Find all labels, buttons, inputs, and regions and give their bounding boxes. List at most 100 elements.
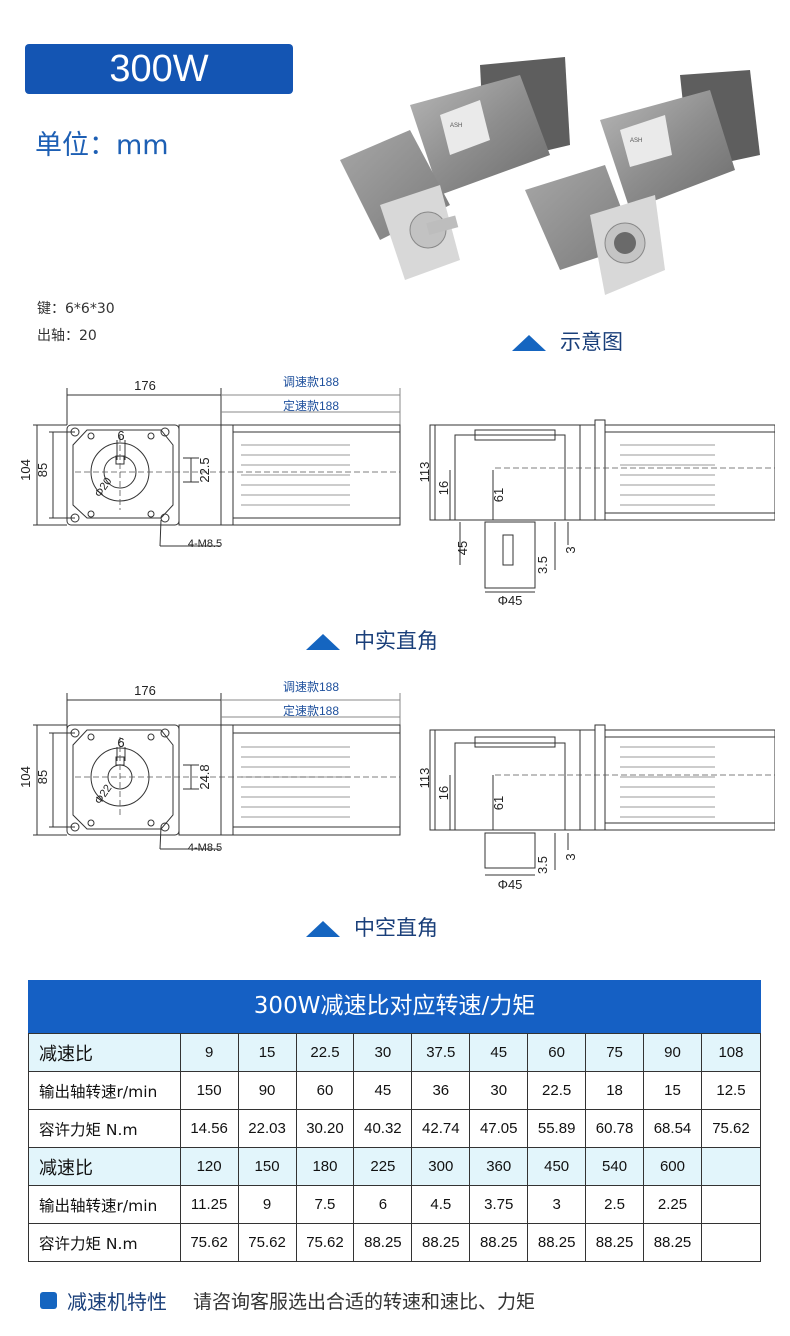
drawing-hollow-caption-text: 中空直角: [354, 916, 438, 940]
feature-title: 减速机特性: [67, 1290, 167, 1314]
table-cell: 30: [353, 1033, 413, 1072]
side-16: 16: [436, 786, 451, 800]
table-cell: 15: [237, 1033, 297, 1072]
table-title: 300W减速比对应转速/力矩: [28, 980, 761, 1033]
side-3-5: 3.5: [535, 556, 550, 574]
table-cell: 40.32: [353, 1109, 413, 1148]
table-cell: 90: [643, 1033, 702, 1072]
side-height: 113: [417, 768, 432, 789]
photo-caption: 示意图: [512, 326, 623, 356]
height-inner: 85: [35, 463, 50, 477]
key-spec: 键：6*6*30: [37, 301, 115, 317]
flange-dia: Φ45: [498, 877, 523, 892]
triangle-icon: [512, 335, 546, 351]
row-header: 减速比: [28, 1147, 181, 1186]
adj-speed-label: 调速款188: [283, 680, 339, 694]
motor-hollow-shaft: ASH: [525, 70, 760, 295]
const-speed-label: 定速款188: [283, 398, 339, 413]
width-dim: 176: [134, 378, 156, 393]
table-cell: 88.25: [469, 1223, 529, 1262]
adj-speed-label: 调速款188: [283, 375, 339, 389]
photo-caption-text: 示意图: [560, 330, 623, 354]
table-cell: 75.62: [295, 1223, 355, 1262]
row-header: 减速比: [28, 1033, 181, 1072]
table-cell: 36: [411, 1071, 471, 1110]
table-cell: 42.74: [411, 1109, 471, 1148]
mount-holes: 4-M8.5: [188, 538, 222, 550]
motor-solid-shaft: ASH: [340, 57, 570, 280]
table-cell: 55.89: [527, 1109, 587, 1148]
table-cell: 6: [353, 1185, 413, 1224]
table-cell: 22.5: [527, 1071, 587, 1110]
table-cell: 150: [179, 1071, 239, 1110]
shaft-dia: Φ22: [93, 783, 115, 807]
table-cell: 4.5: [411, 1185, 471, 1224]
table-cell: 9: [179, 1033, 239, 1072]
table-cell: 300: [411, 1147, 471, 1186]
table-cell: 60: [295, 1071, 355, 1110]
table-cell: [700, 1147, 762, 1186]
center-offset: 22.5: [197, 457, 212, 482]
key-width: 6: [117, 735, 124, 750]
table-cell: [700, 1223, 762, 1262]
side-3: 3: [563, 853, 578, 860]
table-cell: 30: [469, 1071, 529, 1110]
nameplate-text-1: ASH: [450, 123, 462, 129]
table-cell: [700, 1185, 762, 1224]
shaft-spec: 出轴：20: [37, 328, 97, 344]
table-cell: 22.5: [295, 1033, 355, 1072]
flange-dia: Φ45: [498, 593, 523, 608]
product-photo: ASH ASH: [340, 57, 760, 295]
table-cell: 600: [643, 1147, 702, 1186]
unit-label: 单位：mm: [35, 130, 169, 161]
feature-row: 减速机特性 请咨询客服选出合适的转速和速比、力矩: [40, 1286, 535, 1315]
drawing-hollow: 176 调速款188 定速款188 104 85 6 Φ22 24.8 4-M8…: [18, 680, 775, 892]
table-cell: 60: [527, 1033, 587, 1072]
table-cell: 225: [353, 1147, 413, 1186]
bullet-icon: [40, 1292, 57, 1309]
side-height: 113: [417, 462, 432, 483]
table-cell: 120: [179, 1147, 239, 1186]
power-title: 300W: [25, 44, 293, 94]
drawing-solid: 176 调速款188 定速款188 104 85 6 Φ20 22.5 4-M8…: [18, 375, 775, 608]
table-cell: 30.20: [295, 1109, 355, 1148]
table-cell: 68.54: [643, 1109, 702, 1148]
drawing-hollow-caption: 中空直角: [306, 912, 438, 942]
side-61: 61: [491, 796, 506, 810]
mount-holes: 4-M8.5: [188, 842, 222, 854]
table-cell: 88.25: [411, 1223, 471, 1262]
table-cell: 88.25: [353, 1223, 413, 1262]
drawing-solid-caption: 中实直角: [306, 625, 438, 655]
feature-desc: 请咨询客服选出合适的转速和速比、力矩: [193, 1291, 536, 1313]
table-cell: 12.5: [700, 1071, 762, 1110]
drawing-solid-caption-text: 中实直角: [354, 629, 438, 653]
center-offset: 24.8: [197, 764, 212, 789]
table-cell: 45: [469, 1033, 529, 1072]
table-cell: 14.56: [179, 1109, 239, 1148]
table-cell: 540: [585, 1147, 645, 1186]
height-outer: 104: [18, 459, 33, 481]
table-cell: 360: [469, 1147, 529, 1186]
nameplate-text-2: ASH: [630, 138, 642, 144]
row-header: 输出轴转速r/min: [28, 1071, 181, 1110]
table-cell: 75.62: [179, 1223, 239, 1262]
table-cell: 88.25: [527, 1223, 587, 1262]
table-cell: 150: [237, 1147, 297, 1186]
row-header: 容许力矩 N.m: [28, 1109, 181, 1148]
table-cell: 450: [527, 1147, 587, 1186]
table-cell: 75.62: [237, 1223, 297, 1262]
table-cell: 88.25: [585, 1223, 645, 1262]
side-16: 16: [436, 481, 451, 495]
side-3-5: 3.5: [535, 856, 550, 874]
table-cell: 75: [585, 1033, 645, 1072]
table-cell: 90: [237, 1071, 297, 1110]
table-cell: 7.5: [295, 1185, 355, 1224]
table-cell: 18: [585, 1071, 645, 1110]
table-cell: 3.75: [469, 1185, 529, 1224]
